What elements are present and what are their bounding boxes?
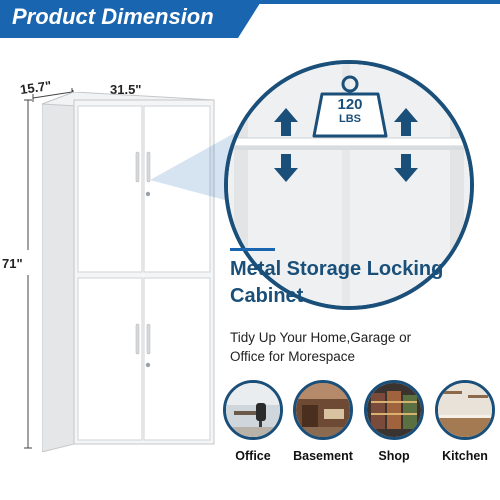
weight-value: 120: [337, 96, 363, 113]
title-accent-bar: [230, 248, 275, 251]
shelf-zoom-circle: [224, 60, 474, 310]
product-subtitle-line2: Office for Morespace: [230, 349, 356, 364]
use-case-kitchen: Kitchen: [430, 380, 500, 463]
use-case-label: Kitchen: [442, 449, 488, 463]
office-photo-icon: [223, 380, 283, 440]
use-case-label: Shop: [378, 449, 410, 463]
width-label: 31.5": [110, 82, 142, 97]
height-label: 71": [2, 256, 23, 271]
product-subtitle: Tidy Up Your Home,Garage or Office for M…: [230, 328, 480, 366]
product-title: Metal Storage Locking Cabinet: [230, 256, 443, 310]
kitchen-photo-icon: [435, 380, 495, 440]
use-case-shop: Shop: [359, 380, 429, 463]
use-case-label: Basement: [293, 449, 353, 463]
shop-photo-icon: [364, 380, 424, 440]
weight-unit: LBS: [339, 113, 361, 125]
cabinet-illustration: [42, 92, 215, 452]
banner-shape: [0, 0, 500, 38]
banner-title: Product Dimension: [12, 4, 214, 29]
use-case-label: Office: [235, 449, 271, 463]
basement-photo-icon: [293, 380, 353, 440]
use-cases: Office Basement Shop: [218, 380, 500, 480]
product-subtitle-line1: Tidy Up Your Home,Garage or: [230, 330, 412, 345]
header-banner: Product Dimension: [0, 0, 500, 40]
use-case-office: Office: [218, 380, 288, 463]
product-title-line1: Metal Storage Locking: [230, 258, 444, 280]
use-case-basement: Basement: [288, 380, 358, 463]
weight-icon: [312, 75, 388, 138]
product-title-line2: Cabinet: [230, 285, 304, 307]
